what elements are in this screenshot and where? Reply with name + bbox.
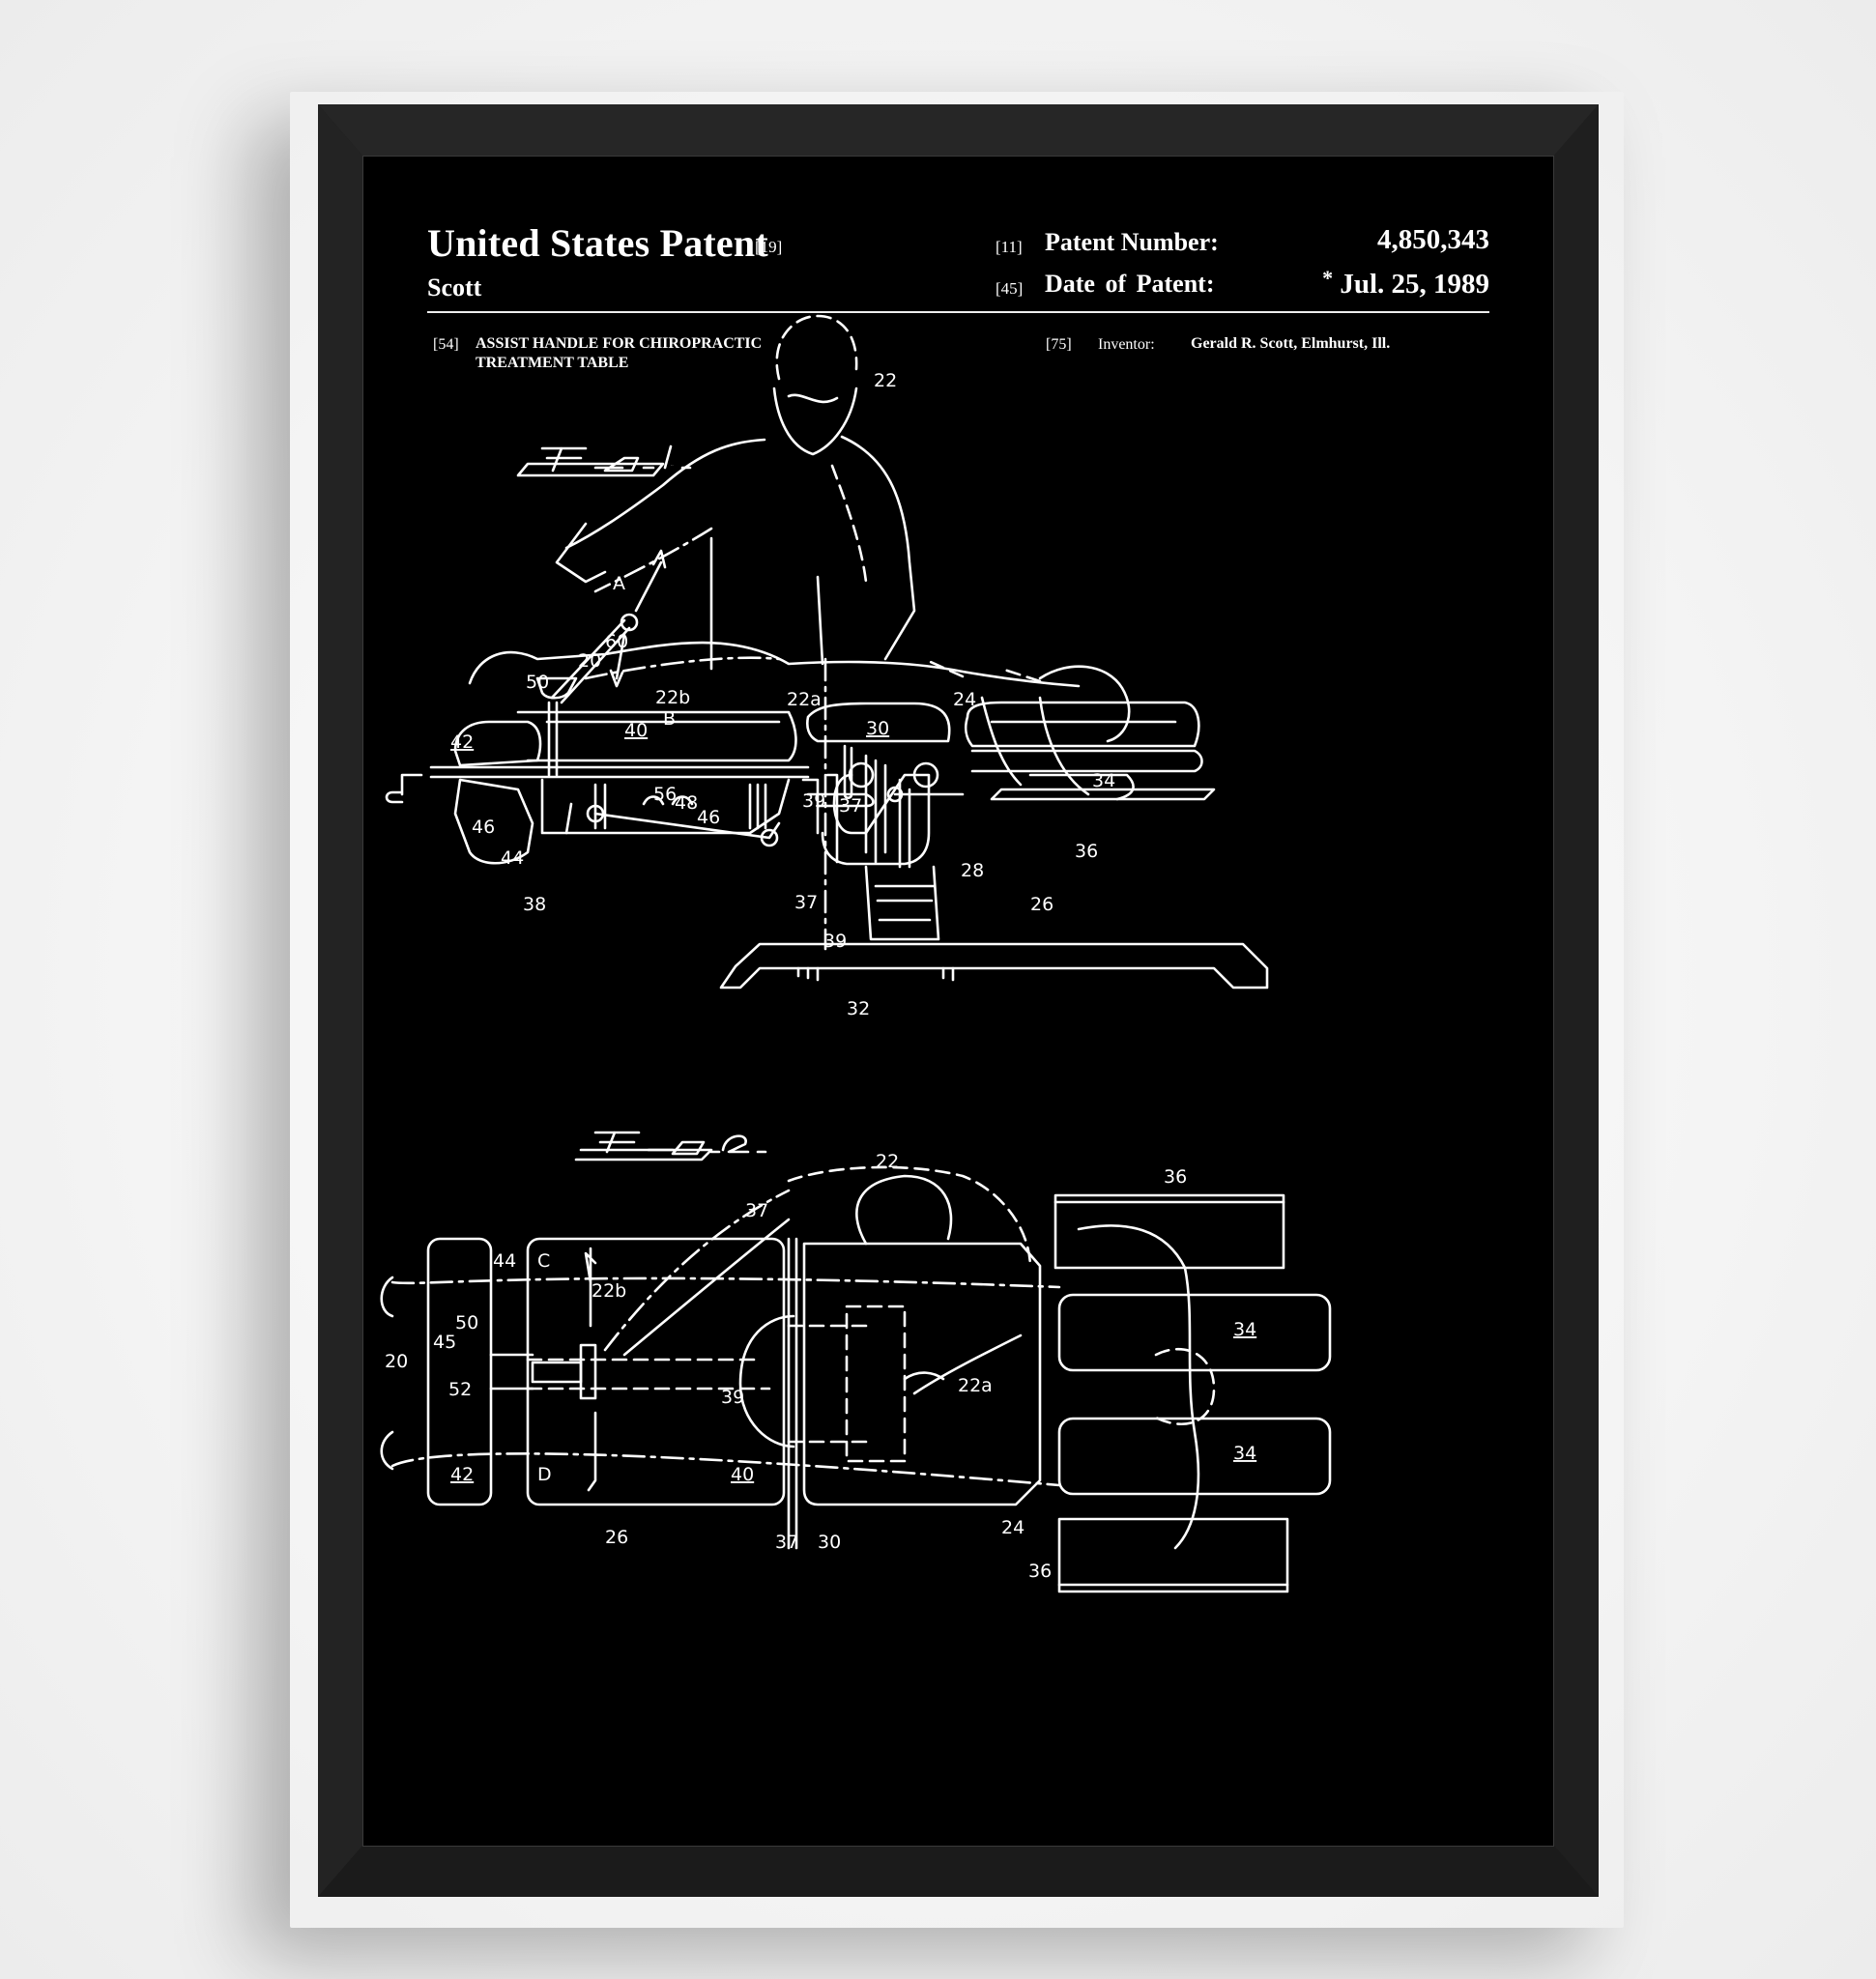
frame-bevel-right <box>1553 104 1599 1897</box>
fig1-label: 37 <box>839 795 862 817</box>
fig2-label: 24 <box>1001 1517 1025 1538</box>
fig2-label: C <box>537 1250 550 1272</box>
fig1-label: 30 <box>866 718 889 739</box>
treatment-table <box>385 657 1269 990</box>
fig1-label: 48 <box>675 792 698 814</box>
fig1-reference-labels: 22 A 60 20 50 22b B 56 48 46 22a 24 34 3… <box>450 370 1115 1019</box>
inventor-surname: Scott <box>427 273 482 301</box>
fig1-label: 38 <box>523 894 546 915</box>
date-of-patent: * Jul. 25, 1989 <box>1214 266 1489 301</box>
inventor-value: Gerald R. Scott, Elmhurst, Ill. <box>1191 335 1391 352</box>
practitioner-figure <box>555 314 916 671</box>
fig1-label: 56 <box>653 784 677 805</box>
fig2-label: 30 <box>818 1532 841 1553</box>
patent-office-title: United States Patent <box>427 220 768 266</box>
fig1-label: B <box>663 708 676 730</box>
fig2-label: D <box>537 1464 552 1485</box>
frame-bevel-bottom <box>318 1845 1599 1897</box>
date-value: Jul. 25, 1989 <box>1340 269 1489 300</box>
fig2-label: 34 <box>1233 1443 1256 1464</box>
fig2-label: 22 <box>876 1151 899 1172</box>
patent-number-code: [11] <box>996 238 1023 256</box>
fig1-label: 36 <box>1075 841 1098 862</box>
header-rule <box>427 311 1489 313</box>
fig2-label: 34 <box>1233 1319 1256 1340</box>
fig1-label: 40 <box>624 720 648 741</box>
fig1-label: 32 <box>847 998 870 1019</box>
fig2-reference-labels: 22 36 37 44 C 22b 50 45 20 52 39 22a 34 … <box>385 1151 1256 1582</box>
fig2-figures <box>380 1165 1216 1550</box>
fig2-caption: Fig. 2 <box>574 1131 767 1162</box>
fig1-label: 46 <box>472 817 495 838</box>
title-text: United States Patent <box>427 221 768 265</box>
patient-figure <box>468 641 1135 801</box>
fig1-label: 20 <box>578 650 601 672</box>
fig2-label: 20 <box>385 1351 408 1372</box>
invention-title-line2: TREATMENT TABLE <box>476 355 629 371</box>
fig1-label: 60 <box>605 631 628 652</box>
fig1-caption-text: Fig. 1 <box>671 465 674 467</box>
title-block-code: [54] <box>433 336 459 353</box>
fig2-label: 37 <box>745 1200 768 1221</box>
fig1-label: A <box>613 573 625 594</box>
fig2-label: 44 <box>493 1250 516 1272</box>
fig1-label: 26 <box>1030 894 1053 915</box>
fig2-label: 42 <box>450 1464 474 1485</box>
fig2-label: 52 <box>448 1379 472 1400</box>
table-top-view <box>426 1193 1332 1593</box>
fig1-label: 34 <box>1092 770 1115 791</box>
patent-poster: United States Patent [19] Scott [11] Pat… <box>362 156 1554 1847</box>
fig2-label: 22b <box>592 1280 626 1302</box>
fig2-label: 36 <box>1164 1166 1187 1188</box>
inventor-label: Inventor: <box>1098 336 1155 353</box>
fig1-label: 22b <box>655 687 690 708</box>
frame-bevel-left <box>318 104 363 1897</box>
fig2-label: 39 <box>721 1387 744 1408</box>
fig1-label: 42 <box>450 731 474 753</box>
fig1-label: 39 <box>802 790 825 812</box>
fig1-label: 50 <box>526 672 549 693</box>
fig1-label: 46 <box>697 807 720 828</box>
fig2-label: 26 <box>605 1527 628 1548</box>
fig2-label: 37 <box>775 1532 798 1553</box>
fig2-label: 40 <box>731 1464 754 1485</box>
fig2-label: 22a <box>958 1375 993 1396</box>
fig2-label: 36 <box>1028 1561 1052 1582</box>
fig1-label: 24 <box>953 689 976 710</box>
fig2-caption-text: Fig. 2 <box>731 1151 734 1153</box>
title-code: [19] <box>755 238 783 256</box>
invention-title-line1: ASSIST HANDLE FOR CHIROPRACTIC <box>476 335 763 352</box>
date-label: Date of Patent: <box>1045 270 1215 298</box>
date-code: [45] <box>996 279 1024 298</box>
fig1-label: 39 <box>823 931 847 952</box>
fig1-label: 28 <box>961 860 984 881</box>
frame-bevel-top <box>318 104 1599 157</box>
invention-title: ASSIST HANDLE FOR CHIROPRACTIC TREATMENT… <box>476 334 762 373</box>
fig1-caption: Fig. 1 <box>516 445 692 477</box>
fig1-label: 22 <box>874 370 897 391</box>
patent-number-label: Patent Number: <box>1045 228 1219 256</box>
assist-handle <box>535 549 667 777</box>
patent-number: 4,850,343 <box>1377 224 1489 255</box>
fig1-label: 44 <box>501 847 524 869</box>
fig2-label: 45 <box>433 1332 456 1353</box>
inventor-code: [75] <box>1046 336 1072 353</box>
fig1-label: 37 <box>794 892 818 913</box>
date-asterisk: * <box>1322 266 1334 290</box>
fig1-label: 22a <box>787 689 822 710</box>
figure-1-drawing: Fig. 1 <box>380 314 1332 1593</box>
fig2-label: 50 <box>455 1312 478 1334</box>
